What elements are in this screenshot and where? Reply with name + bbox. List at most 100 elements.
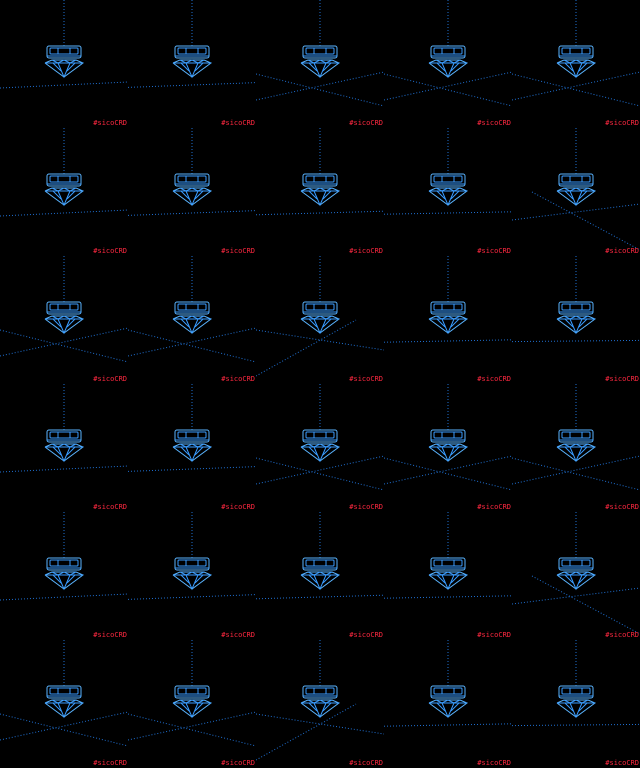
frame-cell: #sicoCRD (512, 512, 640, 640)
frame-watermark-label: #sicoCRD (477, 375, 511, 383)
gem-wireframe (556, 571, 596, 591)
wireframe-render (256, 0, 384, 107)
frame-watermark-label: #sicoCRD (477, 247, 511, 255)
frame-cell: #sicoCRD (512, 640, 640, 768)
vehicle-wireframe (302, 557, 338, 571)
wireframe-render (128, 256, 256, 363)
frame-cell: #sicoCRD (256, 384, 384, 512)
frame-watermark-label: #sicoCRD (477, 759, 511, 767)
gem-wireframe (300, 187, 340, 207)
ground-line (531, 575, 640, 635)
frame-cell: #sicoCRD (512, 128, 640, 256)
gem-wireframe (44, 187, 84, 207)
wireframe-render (256, 128, 384, 216)
vehicle-wireframe (558, 301, 594, 315)
wireframe-render (256, 512, 384, 600)
frame-cell: #sicoCRD (512, 0, 640, 128)
wireframe-render (0, 640, 128, 747)
wireframe-render (128, 640, 256, 747)
vehicle-wireframe (46, 429, 82, 443)
vehicle-wireframe (302, 301, 338, 315)
gem-wireframe (556, 187, 596, 207)
gem-wireframe (172, 443, 212, 463)
vehicle-wireframe (46, 301, 82, 315)
vehicle-wireframe (174, 173, 210, 187)
vehicle-wireframe (46, 173, 82, 187)
gem-wireframe (300, 443, 340, 463)
frame-watermark-label: #sicoCRD (93, 759, 127, 767)
frame-watermark-label: #sicoCRD (221, 759, 255, 767)
wireframe-render (512, 384, 640, 491)
ground-line (512, 457, 640, 491)
frame-watermark-label: #sicoCRD (221, 631, 255, 639)
ground-line (0, 329, 128, 363)
gem-wireframe (556, 59, 596, 79)
frame-cell: #sicoCRD (0, 640, 128, 768)
frame-watermark-label: #sicoCRD (93, 247, 127, 255)
ground-line (0, 81, 128, 89)
frame-watermark-label: #sicoCRD (477, 631, 511, 639)
gem-wireframe (428, 59, 468, 79)
ground-line (512, 723, 640, 727)
gem-wireframe (556, 315, 596, 335)
frame-watermark-label: #sicoCRD (605, 503, 639, 511)
ground-line (512, 73, 640, 107)
ground-line (384, 71, 512, 101)
ground-line (384, 595, 512, 599)
frame-cell: #sicoCRD (256, 256, 384, 384)
frame-cell: #sicoCRD (128, 0, 256, 128)
ground-line (256, 71, 384, 101)
vehicle-wireframe (558, 685, 594, 699)
vehicle-wireframe (174, 685, 210, 699)
wireframe-render (256, 640, 384, 761)
frame-cell: #sicoCRD (128, 384, 256, 512)
vehicle-wireframe (174, 557, 210, 571)
ground-line (128, 327, 256, 357)
wireframe-render (128, 384, 256, 472)
wireframe-render (384, 640, 512, 727)
frame-watermark-label: #sicoCRD (93, 631, 127, 639)
vehicle-wireframe (430, 301, 466, 315)
wireframe-render (512, 640, 640, 727)
frame-watermark-label: #sicoCRD (93, 503, 127, 511)
ground-line (128, 713, 256, 747)
vehicle-wireframe (174, 301, 210, 315)
gem-wireframe (556, 443, 596, 463)
frame-cell: #sicoCRD (384, 384, 512, 512)
frame-watermark-label: #sicoCRD (349, 631, 383, 639)
vehicle-wireframe (430, 45, 466, 59)
ground-line (256, 210, 384, 216)
gem-wireframe (300, 315, 340, 335)
wireframe-render (0, 128, 128, 217)
frame-watermark-label: #sicoCRD (477, 503, 511, 511)
frame-watermark-label: #sicoCRD (605, 759, 639, 767)
wireframe-render (0, 384, 128, 473)
ground-line (128, 594, 256, 600)
wireframe-render (0, 0, 128, 89)
ground-line (256, 455, 384, 485)
frame-watermark-label: #sicoCRD (605, 247, 639, 255)
vehicle-wireframe (174, 45, 210, 59)
frame-cell: #sicoCRD (0, 256, 128, 384)
wireframe-render (0, 512, 128, 601)
frame-watermark-label: #sicoCRD (349, 759, 383, 767)
wireframe-render (256, 256, 384, 377)
frame-cell: #sicoCRD (384, 640, 512, 768)
frame-watermark-label: #sicoCRD (221, 247, 255, 255)
gem-wireframe (44, 699, 84, 719)
frame-watermark-label: #sicoCRD (93, 375, 127, 383)
wireframe-render (384, 128, 512, 215)
wireframe-render (0, 256, 128, 363)
gem-wireframe (172, 315, 212, 335)
frame-cell: #sicoCRD (0, 0, 128, 128)
gem-wireframe (428, 699, 468, 719)
ground-line (0, 465, 128, 473)
frame-cell: #sicoCRD (128, 128, 256, 256)
frame-cell: #sicoCRD (256, 512, 384, 640)
ground-line (256, 594, 384, 600)
vehicle-wireframe (430, 173, 466, 187)
wireframe-render (128, 128, 256, 216)
wireframe-render (512, 0, 640, 107)
vehicle-wireframe (558, 429, 594, 443)
ground-line (0, 209, 128, 217)
